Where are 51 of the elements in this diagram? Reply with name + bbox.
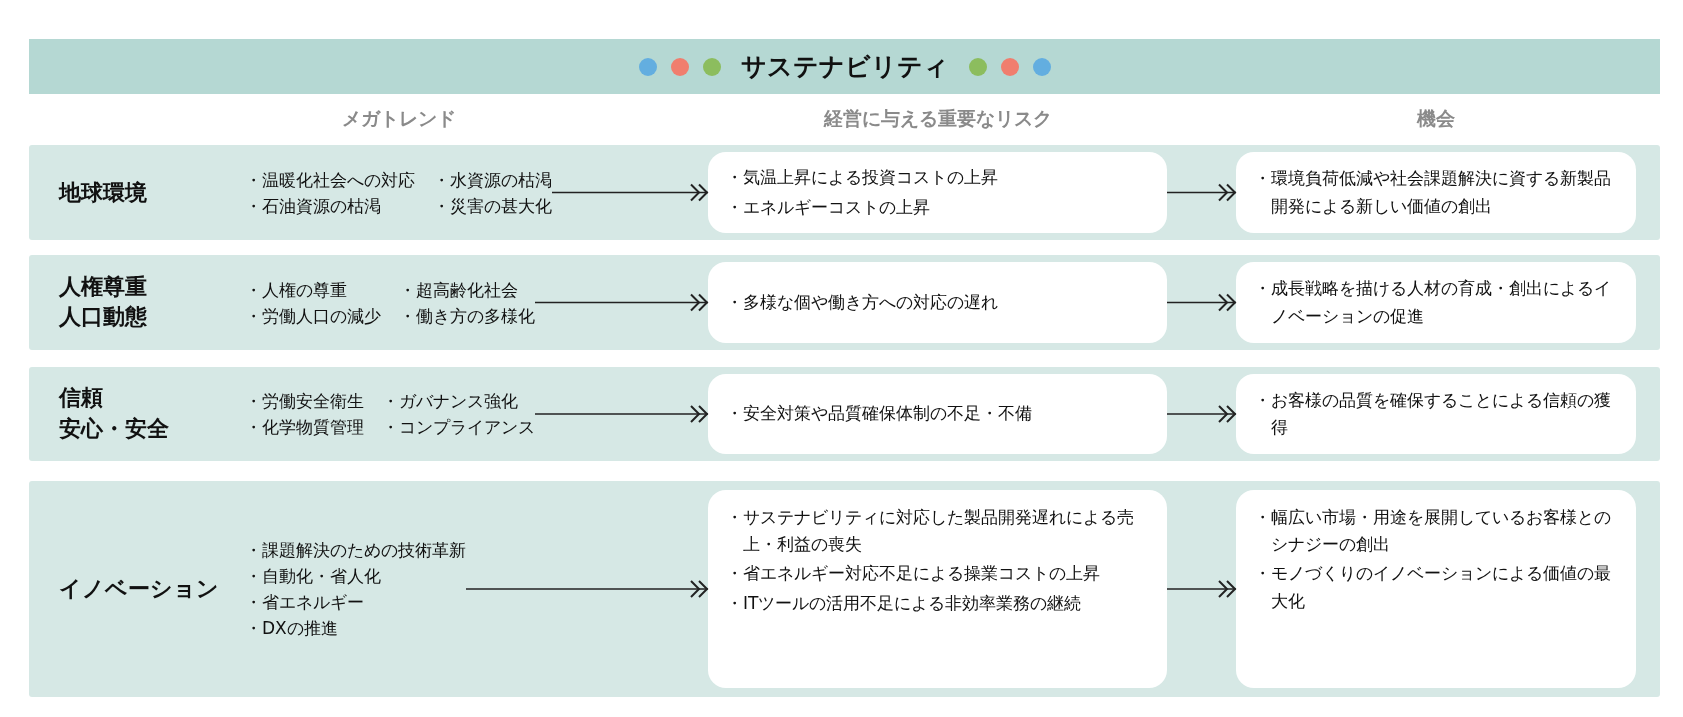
risk-card bbox=[708, 490, 1167, 688]
risk-card bbox=[708, 262, 1167, 343]
risk-item: ・安全対策や品質確保体制の不足・不備 bbox=[726, 402, 1033, 426]
trend-item: ・労働人口の減少 bbox=[245, 304, 381, 327]
row-band bbox=[29, 145, 1660, 240]
trend-item: ・石油資源の枯渇 bbox=[245, 194, 382, 217]
column-heading: 機会 bbox=[1417, 106, 1455, 131]
opportunity-item: ・幅広い市場・用途を展開しているお客様とのシナジーの創出 bbox=[1254, 506, 1612, 557]
title-text: サステナビリティ bbox=[740, 51, 949, 83]
row-band bbox=[29, 367, 1660, 461]
category-heading: 地球環境 bbox=[59, 178, 147, 207]
trend-item: ・水資源の枯渇 bbox=[433, 168, 552, 191]
trend-item: ・自動化・省人化 bbox=[245, 564, 382, 587]
trend-item: ・省エネルギー bbox=[245, 591, 365, 614]
row-band bbox=[29, 255, 1660, 350]
risk-item: ・ITツールの活用不足による非効率業務の継続 bbox=[726, 591, 1083, 615]
trend-item: ・人権の尊重 bbox=[245, 278, 348, 301]
opportunity-item: ・成長戦略を描ける人材の育成・創出によるイノベーションの促進 bbox=[1254, 277, 1612, 328]
trend-item: ・温暖化社会への対応 bbox=[245, 168, 415, 191]
category-heading: 人権尊重 bbox=[59, 272, 147, 301]
row-band bbox=[29, 481, 1660, 697]
trend-item: ・ガバナンス強化 bbox=[382, 389, 519, 412]
risk-card bbox=[708, 374, 1167, 454]
opportunity-card bbox=[1236, 374, 1636, 454]
opportunity-item: ・お客様の品質を確保することによる信頼の獲得 bbox=[1254, 388, 1612, 439]
category-heading: 安心・安全 bbox=[59, 415, 169, 443]
risk-item: ・省エネルギー対応不足による操業コストの上昇 bbox=[726, 562, 1101, 586]
category-heading: イノベーション bbox=[59, 574, 219, 603]
trend-item: ・労働安全衛生 bbox=[245, 389, 364, 412]
category-heading: 信頼 bbox=[59, 384, 103, 413]
trend-item: ・課題解決のための技術革新 bbox=[245, 538, 466, 561]
title-band bbox=[29, 39, 1660, 94]
risk-item: ・サステナビリティに対応した製品開発遅れによる売上・利益の喪失 bbox=[726, 506, 1135, 557]
trend-item: ・DXの推進 bbox=[245, 617, 339, 640]
column-heading: 経営に与える重要なリスク bbox=[824, 106, 1052, 131]
opportunity-card bbox=[1236, 490, 1636, 688]
risk-item: ・気温上昇による投資コストの上昇 bbox=[726, 166, 999, 190]
opportunity-card bbox=[1236, 152, 1636, 233]
risk-item: ・多様な個や働き方への対応の遅れ bbox=[726, 290, 999, 314]
trend-item: ・化学物質管理 bbox=[245, 416, 364, 439]
risk-card bbox=[708, 152, 1167, 233]
opportunity-card bbox=[1236, 262, 1636, 343]
trend-item: ・働き方の多様化 bbox=[399, 304, 535, 327]
opportunity-item: ・環境負荷低減や社会課題解決に資する新製品開発による新しい価値の創出 bbox=[1254, 167, 1612, 218]
risk-item: ・エネルギーコストの上昇 bbox=[726, 195, 931, 219]
trend-item: ・超高齢化社会 bbox=[399, 278, 519, 301]
opportunity-item: ・モノづくりのイノベーションによる価値の最大化 bbox=[1254, 562, 1612, 613]
trend-item: ・コンプライアンス bbox=[382, 416, 535, 439]
column-heading: メガトレンド bbox=[342, 106, 456, 131]
category-heading: 人口動態 bbox=[59, 303, 147, 332]
trend-item: ・災害の甚大化 bbox=[433, 194, 552, 217]
